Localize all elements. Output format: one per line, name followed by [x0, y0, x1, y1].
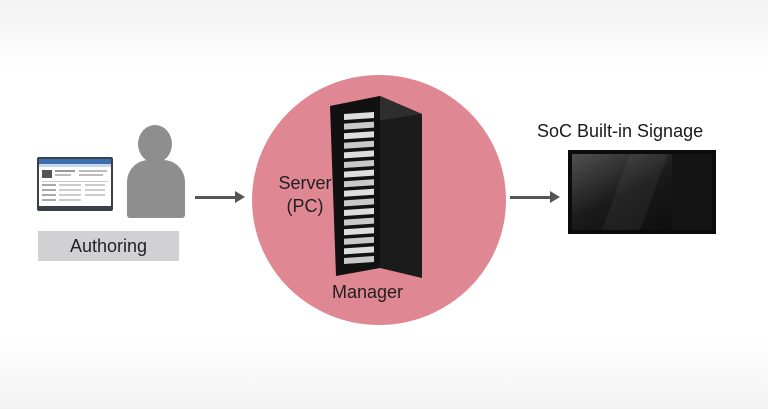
server-drive-slot — [344, 131, 374, 140]
server-label-line1: Server — [278, 173, 332, 193]
manager-label: Manager — [332, 282, 404, 302]
authoring-label: Authoring — [38, 231, 179, 261]
authoring-monitor-icon — [37, 157, 113, 211]
server-drive-slot — [344, 179, 374, 188]
server-drive-slot — [344, 140, 374, 149]
server-drive-slot — [344, 256, 374, 264]
server-drive-slot — [344, 112, 374, 120]
person-head-icon — [138, 125, 172, 163]
signage-title: SoC Built-in Signage — [537, 121, 704, 141]
server-drive-slot — [344, 198, 374, 207]
arrow-right-icon — [510, 191, 560, 203]
server-drive-slot — [344, 188, 374, 197]
server-rack-icon — [330, 96, 422, 283]
server-drive-slot — [344, 236, 374, 245]
server-drive-slot — [344, 227, 374, 236]
server-drive-slot — [344, 150, 374, 159]
server-drive-slot — [344, 246, 374, 255]
server-drive-slot — [344, 160, 374, 168]
server-drive-slot — [344, 208, 374, 216]
server-drive-slot — [344, 121, 374, 130]
monitor-screen — [39, 159, 111, 206]
server-label-line2: (PC) — [286, 196, 324, 216]
server-label: Server (PC) — [268, 172, 342, 218]
arrow-right-icon — [195, 191, 245, 203]
display-icon — [568, 150, 716, 239]
server-drive-slot — [344, 217, 374, 226]
person-icon — [127, 160, 185, 218]
monitor-screen-content-icon — [39, 159, 111, 201]
server-drive-slot — [344, 169, 374, 178]
